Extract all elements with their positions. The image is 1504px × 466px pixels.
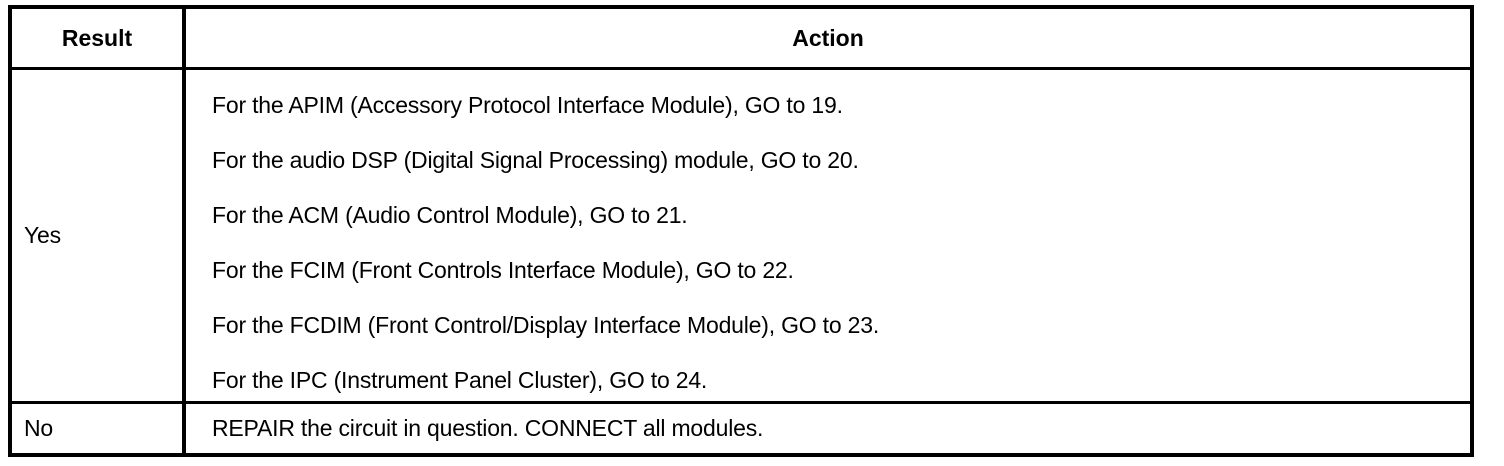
diagnostic-decision-table: Result Action Yes For the APIM (Accessor… [8, 5, 1474, 457]
action-line-acm: For the ACM (Audio Control Module), GO t… [212, 202, 688, 228]
table-inner: Result Action Yes For the APIM (Accessor… [12, 9, 1470, 453]
action-line: For the ACM (Audio Control Module), GO t… [212, 202, 1470, 257]
table-row-yes-action-cell: For the APIM (Accessory Protocol Interfa… [186, 70, 1470, 401]
result-value-no: No [24, 415, 54, 442]
table-row-yes-result-cell: Yes [12, 70, 182, 401]
action-line-fcdim: For the FCDIM (Front Control/Display Int… [212, 312, 880, 338]
action-line: For the FCIM (Front Controls Interface M… [212, 257, 1470, 312]
action-line: For the IPC (Instrument Panel Cluster), … [212, 367, 1470, 422]
action-line: For the audio DSP (Digital Signal Proces… [212, 147, 1470, 202]
action-line-fcim: For the FCIM (Front Controls Interface M… [212, 257, 794, 283]
action-line-repair: REPAIR the circuit in question. CONNECT … [212, 415, 764, 442]
header-row-divider [12, 67, 1470, 70]
table-header-result-label: Result [61, 24, 133, 51]
table-row-no-result-cell: No [12, 404, 182, 453]
column-divider [182, 9, 186, 453]
action-line-apim: For the APIM (Accessory Protocol Interfa… [212, 92, 843, 118]
action-line: For the APIM (Accessory Protocol Interfa… [212, 92, 1470, 147]
action-line-ipc: For the IPC (Instrument Panel Cluster), … [212, 367, 708, 393]
body-row-divider [12, 401, 1470, 404]
table-header-action: Action [186, 9, 1470, 67]
table-header-result: Result [12, 9, 182, 67]
result-value-yes: Yes [24, 222, 61, 249]
action-line: For the FCDIM (Front Control/Display Int… [212, 312, 1470, 367]
table-header-action-label: Action [792, 24, 864, 51]
table-row-no-action-cell: REPAIR the circuit in question. CONNECT … [186, 404, 1470, 453]
action-line-audio-dsp: For the audio DSP (Digital Signal Proces… [212, 147, 859, 173]
